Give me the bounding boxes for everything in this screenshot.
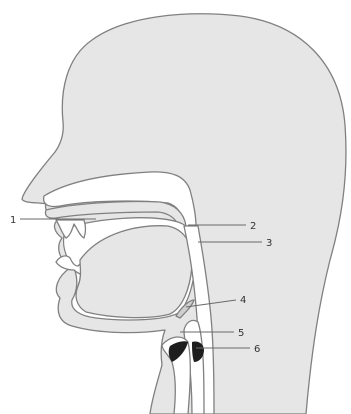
label-1: 1 — [10, 215, 16, 226]
label-4: 4 — [240, 295, 246, 306]
label-3: 3 — [266, 238, 272, 249]
label-6: 6 — [254, 344, 260, 355]
label-5: 5 — [238, 328, 244, 339]
label-2: 2 — [250, 221, 256, 232]
